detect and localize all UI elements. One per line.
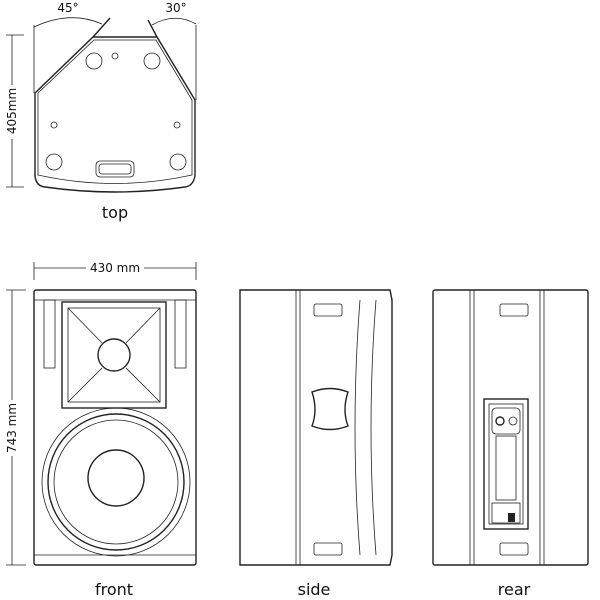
rear-view: rear (432, 289, 589, 599)
side-view: side (239, 289, 393, 599)
top-view: 45° 30° 405mm top (4, 1, 197, 222)
top-angle-right: 30° (165, 1, 186, 15)
top-angle-left: 45° (57, 1, 78, 15)
front-width-dimension: 430 mm (90, 261, 140, 275)
rear-view-label: rear (498, 580, 531, 599)
side-view-label: side (298, 580, 331, 599)
front-height-dimension: 743 mm (5, 403, 19, 453)
top-depth-dimension: 405mm (5, 88, 19, 134)
front-view: 430 mm 743 mm front (4, 260, 197, 599)
front-view-label: front (95, 580, 133, 599)
top-view-label: top (102, 203, 128, 222)
